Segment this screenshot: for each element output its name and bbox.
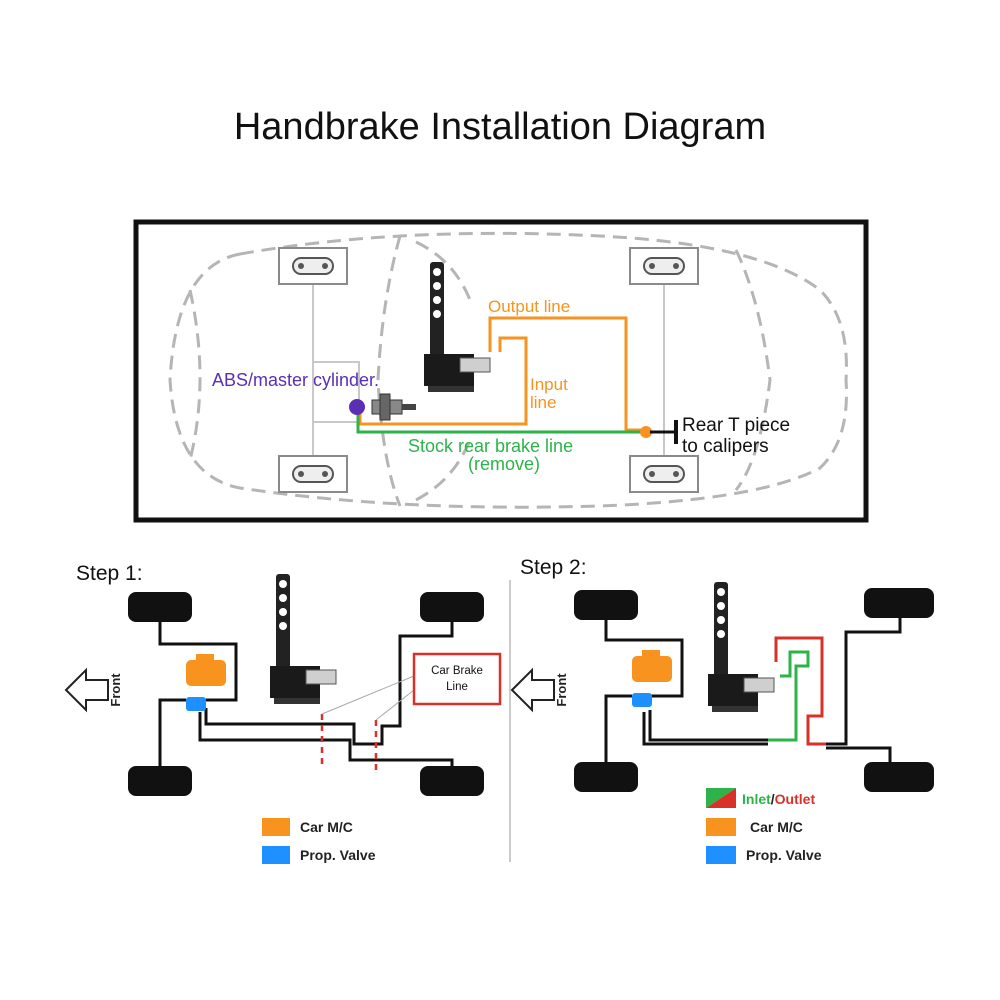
step2-label: Step 2: (520, 556, 587, 579)
step1-callout-text-2: Line (446, 681, 468, 693)
step1-legend-prop-swatch (262, 846, 290, 864)
step2-legend-slash: / (771, 791, 775, 807)
step2-tire-rr (864, 762, 934, 792)
page-title: Handbrake Installation Diagram (233, 106, 767, 148)
step1-tire-fr (128, 766, 192, 796)
rear-t-label-2: to calipers (682, 436, 769, 457)
step1-brake-lines (158, 622, 454, 766)
abs-master-cylinder-dot (349, 399, 365, 415)
top-wheel-rear-left (629, 247, 699, 285)
step1-callout-box (412, 652, 502, 706)
step2-handbrake (707, 581, 775, 713)
step2-tire-rl (864, 588, 934, 618)
step1-label: Step 1: (76, 562, 143, 585)
output-line-label: Output line (488, 297, 570, 316)
rear-t-piece-dot (640, 426, 652, 438)
master-cylinder-icon (371, 393, 416, 421)
step1-tire-fl (128, 592, 192, 622)
top-wheel-rear-right (629, 455, 699, 493)
step1-front-arrow-icon (64, 667, 109, 713)
step1-legend-prop-label: Prop. Valve (300, 847, 376, 863)
step1-tire-rl (420, 592, 484, 622)
abs-master-label: ABS/master cylinder. (212, 370, 379, 390)
step1-legend-mc-swatch (262, 818, 290, 836)
step2-legend-outlet: Outlet (775, 791, 816, 807)
step2-legend-mc-label: Car M/C (750, 819, 803, 835)
step1-tire-rr (420, 766, 484, 796)
stock-line-label-2: (remove) (468, 454, 540, 474)
step2-legend-prop-swatch (706, 846, 736, 864)
stock-rear-brake-line (356, 410, 646, 434)
output-line (488, 316, 644, 432)
step2-front-arrow-icon (510, 667, 555, 713)
step2-legend-mc-swatch (706, 818, 736, 836)
top-handbrake (423, 261, 491, 393)
step2-front-label: Front (554, 673, 569, 707)
step2-tire-fl (574, 590, 638, 620)
step1-front-label: Front (108, 673, 123, 707)
step1-mc-icon (186, 660, 226, 686)
stock-line-label-1: Stock rear brake line (408, 436, 573, 456)
input-line-label-1: Input (530, 375, 568, 394)
step2-legend-inlet-outlet: Inlet/Outlet (742, 791, 815, 807)
step1-handbrake (269, 573, 337, 705)
step2-legend-inlet-outlet-swatch (706, 788, 736, 808)
input-line-label-2: line (530, 393, 556, 412)
top-panel-frame (133, 219, 869, 523)
top-wheel-front-left (278, 247, 348, 285)
step1-legend-mc-label: Car M/C (300, 819, 353, 835)
step1-prop-valve-icon (186, 697, 206, 711)
step1-callout-text-1: Car Brake (431, 665, 483, 677)
input-line (358, 336, 528, 426)
step2-legend-prop-label: Prop. Valve (746, 847, 822, 863)
step2-legend-inlet: Inlet (742, 791, 771, 807)
step2-prop-valve-icon (632, 693, 652, 707)
step2-brake-lines (604, 618, 902, 762)
car-outline (168, 231, 848, 509)
step2-mc-icon (632, 656, 672, 682)
step2-tire-fr (574, 762, 638, 792)
rear-t-label-1: Rear T piece (682, 415, 790, 436)
top-wheel-front-right (278, 455, 348, 493)
